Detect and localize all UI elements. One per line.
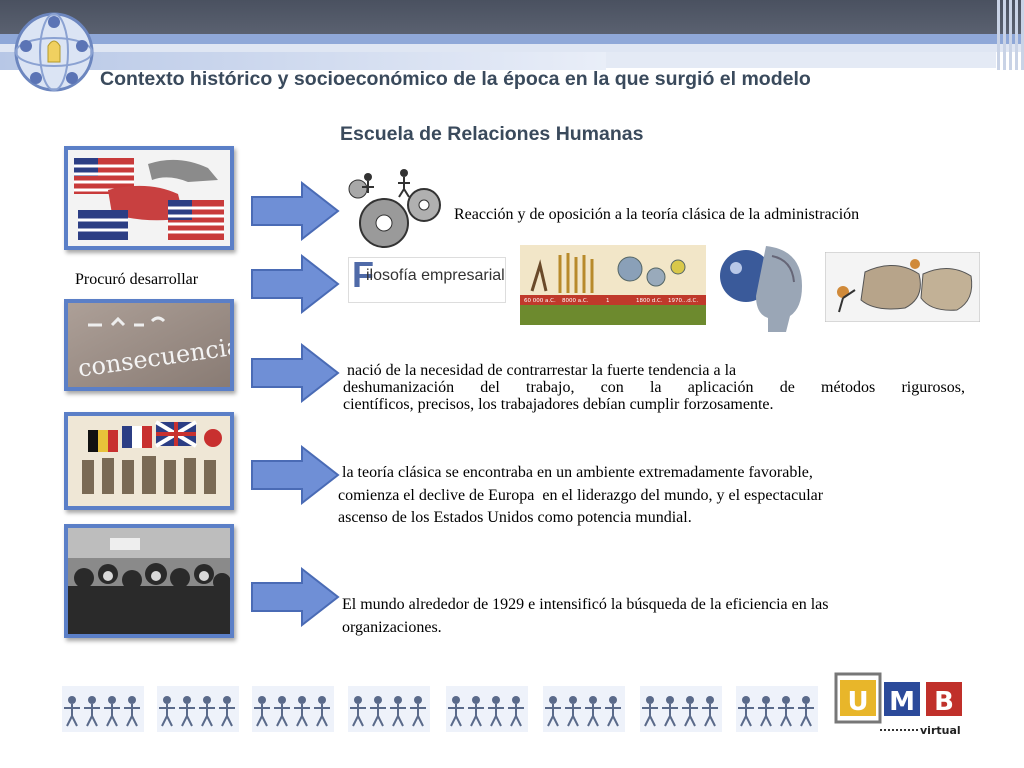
timeline-date: 60 000 a.C. [524,298,556,304]
filosofia-initial: F [352,254,374,295]
umb-letter-u: U [847,687,868,717]
globe-people-logo [14,12,94,92]
statement-teoria-clasica: la teoría clásica se encontraba en un am… [338,462,958,530]
filosofia-empresarial-logo [348,257,506,303]
statement-line: la teoría clásica se encontraba en un am… [342,464,813,481]
people-chain-icon [640,686,722,732]
people-chain-icon [543,686,625,732]
people-chain-icon [446,686,528,732]
statement-line: ascenso de los Estados Unidos como poten… [338,509,692,526]
people-pushing-rocks-illustration [825,252,980,322]
timeline-date: 1 [606,298,610,304]
arrow-5 [251,567,340,627]
history-timeline-image: 60 000 a.C. 8000 a.C. 1 1800 d.C. 1970..… [520,245,706,325]
header-stripes [996,0,1024,70]
slide-subtitle: Escuela de Relaciones Humanas [340,123,644,145]
header-right-band [606,52,996,68]
people-chain-icon [252,686,334,732]
procuro-label: Procuró desarrollar [75,271,199,288]
header-accent-band [0,34,1024,44]
people-chain-icon [157,686,239,732]
statement-line: El mundo alrededor de 1929 e intensificó… [342,596,829,613]
timeline-date: 8000 a.C. [562,298,589,304]
head-profile-illustration [712,236,812,336]
timeline-date: 1800 d.C. [636,298,663,304]
umb-letter-b: B [934,687,954,717]
slide-title: Contexto histórico y socioeconómico de l… [100,68,811,90]
arrow-1 [251,181,340,241]
arrow-2 [251,254,340,314]
filosofia-label: ilosofía empresarial [366,267,505,284]
statement-1929: El mundo alrededor de 1929 e intensificó… [342,593,972,639]
gears-people-illustration [344,165,447,253]
header-bar [0,0,1024,34]
statement-line: organizaciones. [342,619,442,636]
header-light-band [0,44,1024,52]
umb-tagline: virtual [920,724,961,737]
umb-virtual-logo: U M B virtual [834,672,962,737]
arrow-3 [251,343,340,403]
people-chain-icon [62,686,144,732]
arrow-4 [251,445,340,505]
statement-line: deshumanización del trabajo, con la apli… [343,379,965,396]
statement-deshumanizacion: nació de la necesidad de contrarrestar l… [343,362,965,413]
timeline-date: 1970...d.C. [668,298,698,304]
header-left-band [0,52,606,70]
statement-reaccion: Reacción y de oposición a la teoría clás… [454,206,860,223]
people-chain-icon [348,686,430,732]
wwi-flags-photo [64,412,234,510]
statement-line: científicos, precisos, los trabajadores … [343,396,774,413]
consecuencia-photo: consecuencia [64,299,234,391]
statement-line: comienza el declive de Europa en el lide… [338,486,824,504]
usa-flags-photo [64,146,234,250]
umb-letter-m: M [889,687,915,717]
1929-crowd-photo [64,524,234,638]
statement-line: nació de la necesidad de contrarrestar l… [347,362,737,379]
people-chain-icon [736,686,818,732]
